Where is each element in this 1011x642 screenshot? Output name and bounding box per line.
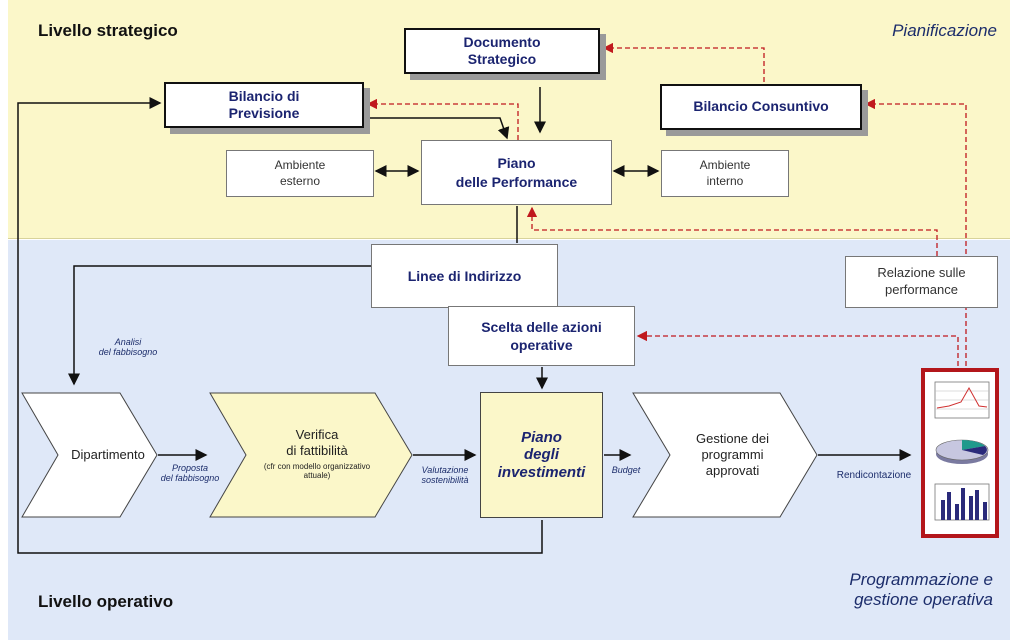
line-chart-thumbnail: [934, 381, 990, 419]
analisi-label: Analisi del fabbisogno: [98, 337, 158, 358]
dashed-relazione-piano: [526, 206, 938, 256]
gestione-label: Gestione dei programmi approvati: [696, 430, 769, 479]
ambiente-interno-box: Ambiente interno: [661, 150, 789, 197]
piano-performance-box: Piano delle Performance: [421, 140, 612, 205]
report-frame: [921, 368, 999, 538]
dashed-piano-bilancio: [366, 98, 519, 140]
pie-chart-thumbnail: [935, 439, 989, 464]
report-thumbnails: [934, 381, 990, 521]
bilancio-previsione-box: Bilancio di Previsione: [164, 82, 364, 128]
budget-label: Budget: [611, 465, 641, 475]
dipartimento-chevron: [21, 392, 158, 518]
operative-level-title: Livello operativo: [38, 592, 174, 611]
dashed-consuntivo-documento: [602, 42, 765, 82]
dashed-report-scelta: [636, 330, 959, 366]
feedback-loop: [17, 97, 543, 554]
dashed-report-consuntivo: [864, 98, 967, 366]
arrow-linee-dipartimento: [68, 265, 371, 386]
bar-chart-thumbnail: [934, 483, 990, 521]
arrow-bilancio-piano: [366, 117, 510, 140]
dipartimento-label: Dipartimento: [71, 446, 145, 462]
verifica-label: Verifica di fattibilità (cfr con modello…: [263, 427, 371, 481]
piano-investimenti-box: Piano degli investimenti: [480, 392, 603, 518]
rendicontazione-label: Rendicontazione: [836, 470, 912, 481]
verifica-chevron: [209, 392, 413, 518]
gestione-chevron: [632, 392, 818, 518]
documento-strategico-box: Documento Strategico: [404, 28, 600, 74]
valutazione-label: Valutazione sostenibilità: [421, 465, 469, 486]
operative-level-subtitle: Programmazione e gestione operativa: [849, 570, 993, 610]
linee-indirizzo-box: Linee di Indirizzo: [371, 244, 558, 308]
strategic-level-subtitle: Pianificazione: [892, 21, 997, 40]
ambiente-esterno-box: Ambiente esterno: [226, 150, 374, 197]
bilancio-consuntivo-box: Bilancio Consuntivo: [660, 84, 862, 130]
scelta-azioni-box: Scelta delle azioni operative: [448, 306, 635, 366]
proposta-label: Proposta del fabbisogno: [160, 463, 220, 484]
strategic-level-title: Livello strategico: [38, 21, 178, 40]
relazione-performance-box: Relazione sulle performance: [845, 256, 998, 308]
